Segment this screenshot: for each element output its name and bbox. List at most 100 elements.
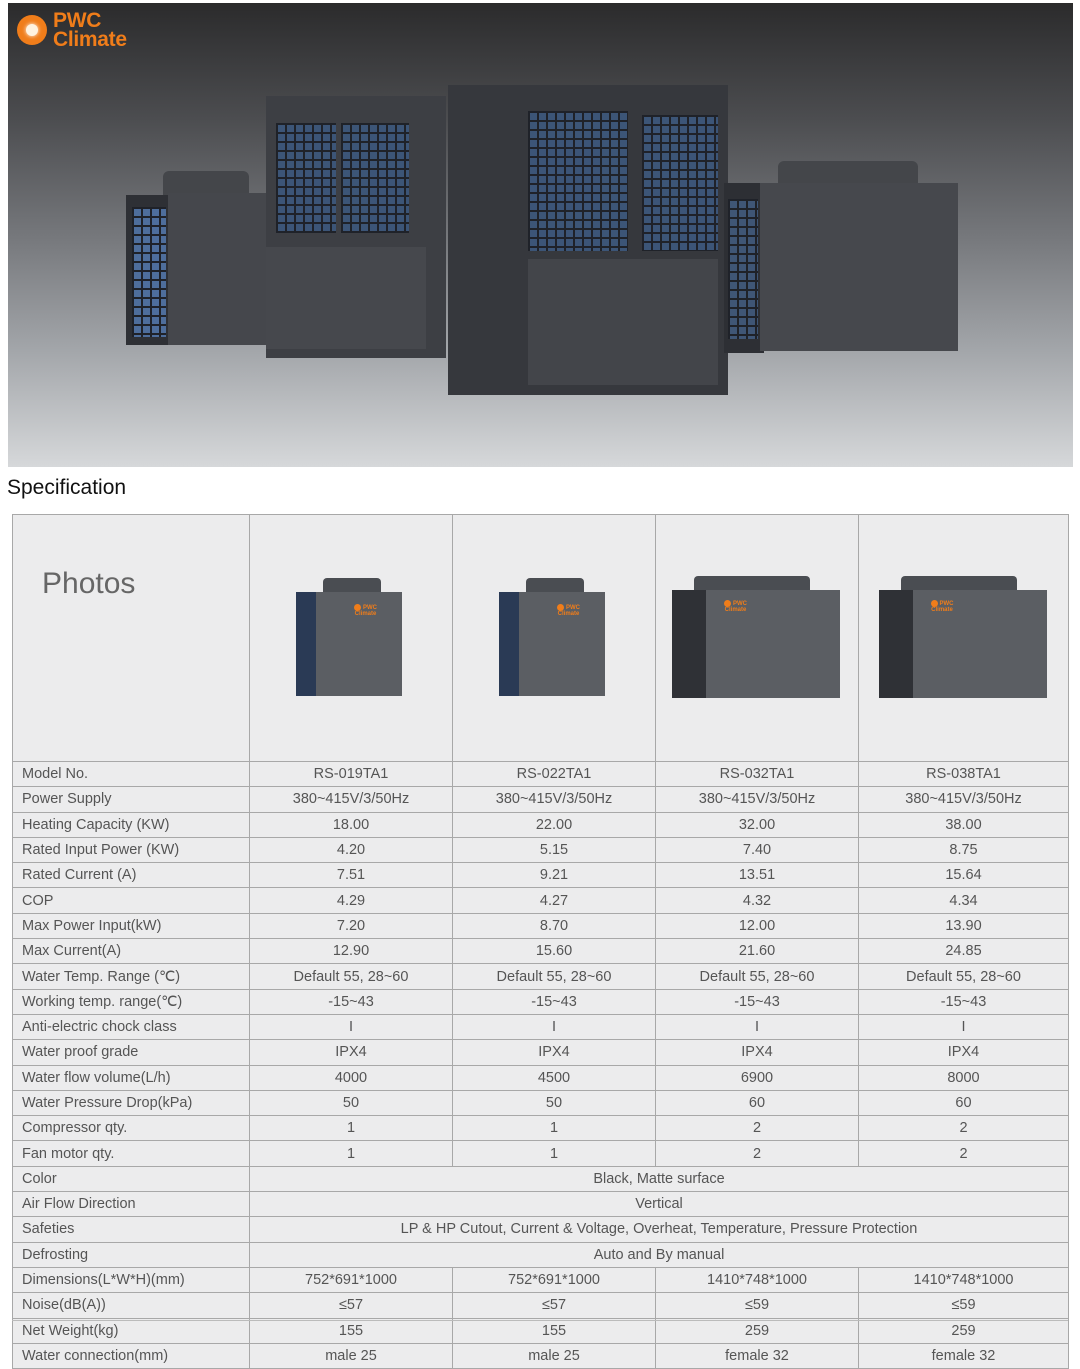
cell-value: 4.29 xyxy=(249,887,453,914)
row-label: Safeties xyxy=(12,1216,250,1243)
row-label: Air Flow Direction xyxy=(12,1191,250,1218)
row-label: Water Temp. Range (℃) xyxy=(12,963,250,990)
cell-value: female 32 xyxy=(858,1342,1069,1369)
cell-value: 18.00 xyxy=(249,811,453,838)
cell-value: 2 xyxy=(858,1140,1069,1167)
cell-value: 380~415V/3/50Hz xyxy=(452,786,656,813)
table-row: Noise(dB(A))≤57≤57≤59≤59 xyxy=(12,1292,1069,1319)
cell-value: -15~43 xyxy=(452,988,656,1015)
cell-value: 60 xyxy=(858,1089,1069,1117)
cell-value: 15.64 xyxy=(858,862,1069,889)
cell-value: 2 xyxy=(655,1115,859,1142)
photos-label: Photos xyxy=(12,514,250,762)
cell-value: Default 55, 28~60 xyxy=(452,963,656,990)
cell-value: 1410*748*1000 xyxy=(655,1266,859,1294)
row-label: Water proof grade xyxy=(12,1039,250,1066)
row-label: Rated Input Power (KW) xyxy=(12,836,250,864)
row-label: Water flow volume(L/h) xyxy=(12,1064,250,1091)
table-row: Power Supply 380~415V/3/50Hz 380~415V/3/50… xyxy=(12,786,1069,813)
cell-value: 8000 xyxy=(858,1064,1069,1091)
cell-value: female 32 xyxy=(655,1342,859,1369)
cell-value: 7.40 xyxy=(655,836,859,864)
row-label: Compressor qty. xyxy=(12,1115,250,1142)
cell-value: 12.00 xyxy=(655,912,859,940)
row-label: Heating Capacity (KW) xyxy=(12,811,250,838)
row-label: Dimensions(L*W*H)(mm) xyxy=(12,1266,250,1294)
hero-banner: PWC Climate xyxy=(8,3,1073,467)
cell-value: I xyxy=(249,1013,453,1041)
row-label: Water Pressure Drop(kPa) xyxy=(12,1089,250,1117)
cell-value: IPX4 xyxy=(858,1039,1069,1066)
cell-value: 2 xyxy=(655,1140,859,1167)
cell-value: 13.51 xyxy=(655,862,859,889)
cell-value: 15.60 xyxy=(452,938,656,965)
cell-value: male 25 xyxy=(452,1342,656,1369)
cell-value: ≤59 xyxy=(655,1292,859,1319)
row-label: Noise(dB(A)) xyxy=(12,1292,250,1319)
row-label: Anti-electric chock class xyxy=(12,1013,250,1041)
cell-value: 12.90 xyxy=(249,938,453,965)
cell-value: ≤57 xyxy=(452,1292,656,1319)
cell-value: Default 55, 28~60 xyxy=(655,963,859,990)
cell-value: 752*691*1000 xyxy=(452,1266,656,1294)
cell-value: IPX4 xyxy=(249,1039,453,1066)
row-label: Working temp. range(℃) xyxy=(12,988,250,1015)
cell-value: 1 xyxy=(452,1140,656,1167)
cell-value: 21.60 xyxy=(655,938,859,965)
cell-value: ≤57 xyxy=(249,1292,453,1319)
cell-value: -15~43 xyxy=(249,988,453,1015)
cell-value: 50 xyxy=(249,1089,453,1117)
cell-value: 4500 xyxy=(452,1064,656,1091)
cell-value: I xyxy=(655,1013,859,1041)
cell-value: 32.00 xyxy=(655,811,859,838)
cell-value: IPX4 xyxy=(452,1039,656,1066)
cell-value: 4.20 xyxy=(249,836,453,864)
cell-value: 38.00 xyxy=(858,811,1069,838)
cell-value: 752*691*1000 xyxy=(249,1266,453,1294)
table-bottom-edge xyxy=(12,1320,1068,1336)
cell-value: ≤59 xyxy=(858,1292,1069,1319)
row-label: Power Supply xyxy=(12,786,250,813)
cell-value: 6900 xyxy=(655,1064,859,1091)
cell-value: 380~415V/3/50Hz xyxy=(858,786,1069,813)
cell-value: 22.00 xyxy=(452,811,656,838)
cell-value: I xyxy=(452,1013,656,1041)
row-label: Water connection(mm) xyxy=(12,1342,250,1369)
cell-value: 8.70 xyxy=(452,912,656,940)
row-label: COP xyxy=(12,887,250,914)
cell-value: 7.20 xyxy=(249,912,453,940)
cell-value: I xyxy=(858,1013,1069,1041)
cell-value: -15~43 xyxy=(655,988,859,1015)
cell-value: 4.34 xyxy=(858,887,1069,914)
cell-value-merged: Vertical xyxy=(249,1191,1069,1218)
cell-value: 4000 xyxy=(249,1064,453,1091)
row-label: Defrosting xyxy=(12,1241,250,1268)
cell-value: Default 55, 28~60 xyxy=(858,963,1069,990)
row-label: Max Power Input(kW) xyxy=(12,912,250,940)
row-label: Max Current(A) xyxy=(12,938,250,965)
cell-value: 1 xyxy=(452,1115,656,1142)
cell-value: 13.90 xyxy=(858,912,1069,940)
cell-value: 9.21 xyxy=(452,862,656,889)
brand-line1: PWC xyxy=(53,9,102,32)
